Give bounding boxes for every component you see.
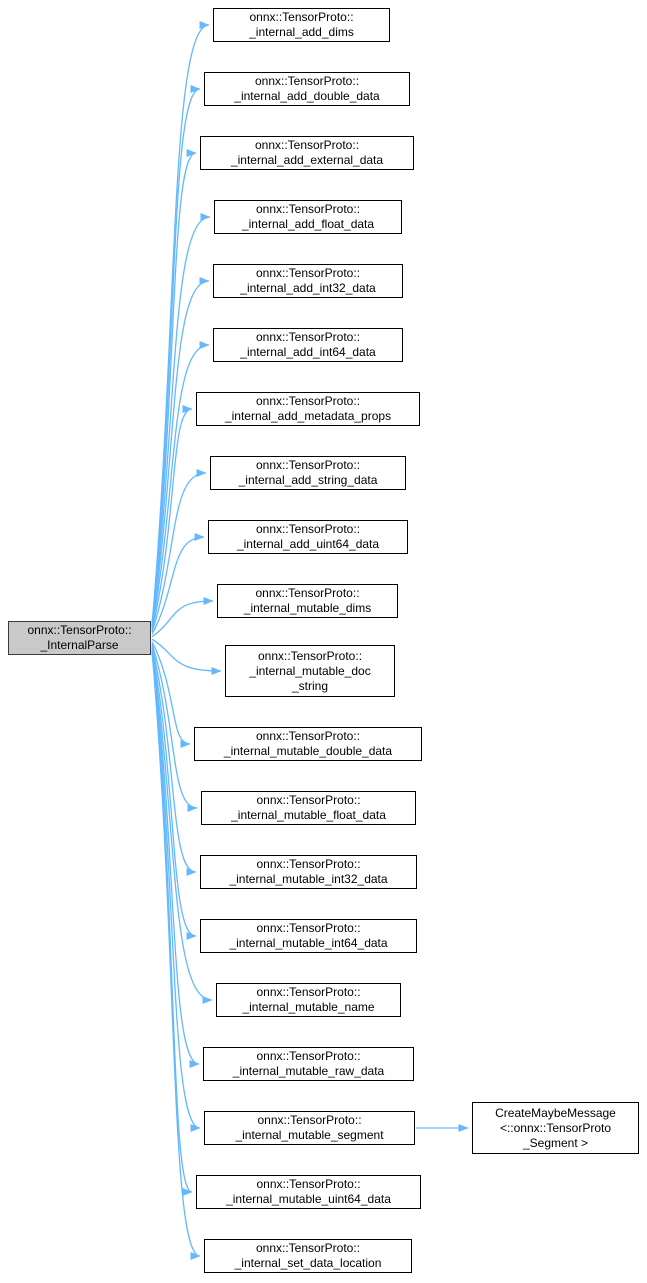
node-label-line: _internal_add_dims — [249, 25, 354, 39]
node-label-line: onnx::TensorProto:: — [255, 394, 361, 408]
call-edge — [151, 638, 222, 675]
node-label-line: _internal_mutable_double_data — [223, 744, 393, 758]
node-internal-add-external-data[interactable]: onnx::TensorProto:: _internal_add_extern… — [200, 136, 414, 170]
call-edge — [151, 650, 201, 1260]
node-internal-add-float-data[interactable]: onnx::TensorProto:: _internal_add_float_… — [214, 200, 402, 234]
node-internal-add-int32-data[interactable]: onnx::TensorProto:: _internal_add_int32_… — [213, 264, 403, 298]
call-edge — [151, 149, 197, 626]
node-internal-mutable-name[interactable]: onnx::TensorProto:: _internal_mutable_na… — [216, 983, 401, 1017]
node-internal-add-double-data[interactable]: onnx::TensorProto:: _internal_add_double… — [204, 72, 410, 106]
node-label-line: _internal_mutable_float_data — [231, 808, 386, 822]
call-edge — [151, 277, 210, 626]
node-internal-add-dims[interactable]: onnx::TensorProto:: _internal_add_dims — [213, 8, 390, 42]
node-label-line: _string — [291, 678, 329, 693]
node-label-line: _internal_add_string_data — [238, 473, 378, 487]
node-internal-mutable-int32-data[interactable]: onnx::TensorProto:: _internal_mutable_in… — [200, 855, 417, 889]
node-label-line: _internal_mutable_segment — [235, 1128, 384, 1142]
call-edge — [151, 641, 191, 748]
node-label-line: _internal_mutable_doc — [249, 663, 371, 678]
node-label-line: onnx::TensorProto:: — [254, 74, 360, 88]
node-label-line: _internal_mutable_raw_data — [232, 1064, 385, 1078]
call-edge — [151, 650, 200, 1068]
call-edge — [151, 643, 198, 812]
node-label-line: _internal_add_metadata_props — [224, 409, 392, 423]
node-internal-add-int64-data[interactable]: onnx::TensorProto:: _internal_add_int64_… — [213, 328, 403, 362]
node-internal-mutable-raw-data[interactable]: onnx::TensorProto:: _internal_mutable_ra… — [203, 1047, 414, 1081]
node-internal-mutable-float-data[interactable]: onnx::TensorProto:: _internal_mutable_fl… — [201, 791, 416, 825]
node-create-maybe-message[interactable]: CreateMaybeMessage <::onnx::TensorProto … — [472, 1102, 639, 1154]
node-label-line: _internal_add_int64_data — [240, 345, 376, 359]
call-edge — [151, 648, 197, 940]
node-label-line: onnx::TensorProto:: — [257, 648, 363, 663]
node-label-line: onnx::TensorProto:: — [255, 522, 361, 536]
call-edge — [151, 341, 210, 628]
node-label-line: onnx::TensorProto:: — [256, 921, 361, 935]
call-edge — [151, 533, 205, 635]
node-label-line: _internal_add_external_data — [230, 153, 384, 167]
node-label-line: _internal_mutable_uint64_data — [226, 1192, 391, 1206]
node-internal-mutable-uint64-data[interactable]: onnx::TensorProto:: _internal_mutable_ui… — [196, 1175, 421, 1209]
node-internal-add-metadata-props[interactable]: onnx::TensorProto:: _internal_add_metada… — [196, 392, 420, 426]
node-internal-mutable-double-data[interactable]: onnx::TensorProto:: _internal_mutable_do… — [194, 727, 422, 761]
node-internal-mutable-doc-string[interactable]: onnx::TensorProto:: _internal_mutable_do… — [225, 645, 395, 697]
call-edge — [151, 85, 201, 626]
node-label-line: CreateMaybeMessage — [495, 1105, 616, 1120]
node-label-line: onnx::TensorProto:: — [254, 138, 360, 152]
call-edge — [151, 597, 214, 638]
node-internal-mutable-segment[interactable]: onnx::TensorProto:: _internal_mutable_se… — [204, 1111, 415, 1145]
call-edge — [151, 650, 201, 1132]
node-label-line: onnx::TensorProto:: — [256, 985, 361, 999]
node-label-line: onnx::TensorProto:: — [257, 1113, 362, 1127]
node-label-line: _internal_add_float_data — [241, 217, 375, 231]
node-label-line: onnx::TensorProto:: — [255, 202, 361, 216]
node-label-line: onnx::TensorProto:: — [27, 623, 132, 637]
call-edge — [151, 405, 193, 631]
node-label-line: _internal_mutable_name — [242, 1000, 375, 1014]
node-label-line: _InternalParse — [40, 638, 119, 652]
node-label-line: onnx::TensorProto:: — [255, 1241, 361, 1255]
node-internal-mutable-int64-data[interactable]: onnx::TensorProto:: _internal_mutable_in… — [200, 919, 417, 953]
node-label-line: onnx::TensorProto:: — [255, 458, 361, 472]
node-label-line: <::onnx::TensorProto — [499, 1120, 612, 1135]
node-label-line: onnx::TensorProto:: — [255, 330, 361, 344]
node-label-line: onnx::TensorProto:: — [255, 586, 360, 600]
node-label-line: _internal_mutable_int32_data — [229, 872, 388, 886]
node-label-line: _Segment > — [522, 1135, 589, 1150]
node-label-line: _internal_add_uint64_data — [236, 537, 380, 551]
call-edge — [151, 650, 193, 1196]
node-internal-set-data-location[interactable]: onnx::TensorProto:: _internal_set_data_l… — [204, 1239, 412, 1273]
node-label-line: onnx::TensorProto:: — [255, 729, 361, 743]
node-label-line: _internal_add_double_data — [234, 89, 380, 103]
node-label-line: _internal_mutable_int64_data — [229, 936, 388, 950]
node-label-line: onnx::TensorProto:: — [256, 1177, 361, 1191]
node-label-line: onnx::TensorProto:: — [256, 793, 361, 807]
node-label-line: onnx::TensorProto:: — [255, 266, 361, 280]
call-edge — [151, 646, 197, 876]
call-edge — [151, 469, 207, 633]
node-label-line: _internal_mutable_dims — [243, 601, 372, 615]
node-internal-mutable-dims[interactable]: onnx::TensorProto:: _internal_mutable_di… — [217, 584, 398, 618]
node-label-line: onnx::TensorProto:: — [256, 1049, 361, 1063]
node-internal-add-uint64-data[interactable]: onnx::TensorProto:: _internal_add_uint64… — [208, 520, 408, 554]
node-internal-parse[interactable]: onnx::TensorProto:: _InternalParse — [8, 621, 151, 655]
node-internal-add-string-data[interactable]: onnx::TensorProto:: _internal_add_string… — [210, 456, 406, 490]
node-label-line: _internal_set_data_location — [234, 1256, 382, 1270]
node-label-line: _internal_add_int32_data — [240, 281, 376, 295]
call-edge — [151, 21, 210, 626]
node-label-line: onnx::TensorProto:: — [249, 10, 354, 24]
node-label-line: onnx::TensorProto:: — [256, 857, 361, 871]
